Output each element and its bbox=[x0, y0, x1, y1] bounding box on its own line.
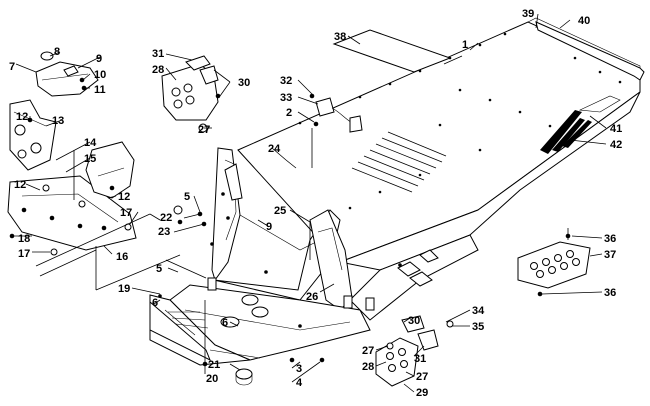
callout-10: 10 bbox=[94, 69, 106, 81]
callout-31-lower: 31 bbox=[414, 353, 426, 365]
callout-16: 16 bbox=[116, 251, 128, 263]
callout-41: 41 bbox=[610, 123, 622, 135]
callout-18: 18 bbox=[18, 233, 30, 245]
upper-footrest-bracket bbox=[161, 55, 221, 133]
callout-29: 29 bbox=[416, 387, 428, 399]
upper-left-bracket bbox=[35, 51, 99, 97]
callout-30-lower: 30 bbox=[408, 315, 420, 327]
callout-37: 37 bbox=[604, 249, 616, 261]
callout-25: 25 bbox=[274, 205, 286, 217]
callout-1: 1 bbox=[462, 39, 468, 51]
callout-28-upper: 28 bbox=[152, 64, 164, 76]
callout-34: 34 bbox=[472, 305, 485, 317]
callout-17-right: 17 bbox=[120, 207, 132, 219]
leader-lines bbox=[14, 13, 607, 393]
callout-24: 24 bbox=[268, 143, 281, 155]
callout-6-left: 6 bbox=[152, 297, 158, 309]
tunnel-rivets bbox=[298, 32, 622, 210]
callout-27-lower-left: 27 bbox=[362, 345, 374, 357]
front-suspension-bracket bbox=[7, 141, 137, 251]
callout-28-lower: 28 bbox=[362, 361, 374, 373]
callout-12-left: 12 bbox=[14, 179, 26, 191]
lower-hardware bbox=[202, 357, 325, 386]
callout-21: 21 bbox=[208, 359, 220, 371]
callout-12-right: 12 bbox=[118, 191, 130, 203]
tunnel-assembly bbox=[237, 17, 641, 271]
tunnel-decal-hatch bbox=[540, 95, 621, 154]
callout-38: 38 bbox=[334, 31, 346, 43]
callout-26: 26 bbox=[306, 291, 318, 303]
callout-36-lower: 36 bbox=[604, 287, 616, 299]
sensor-harness bbox=[309, 93, 363, 133]
callout-27-upper: 27 bbox=[198, 124, 210, 136]
tunnel-vent-slots bbox=[351, 131, 447, 193]
callout-22: 22 bbox=[160, 212, 172, 224]
callout-12-top: 12 bbox=[16, 111, 28, 123]
callout-36-upper: 36 bbox=[604, 233, 616, 245]
left-steering-bracket bbox=[9, 99, 57, 171]
callout-2: 2 bbox=[286, 107, 292, 119]
callout-5-upper: 5 bbox=[184, 191, 190, 203]
callout-39: 39 bbox=[522, 8, 534, 20]
callout-5-lower: 5 bbox=[156, 263, 162, 275]
rear-scraper-bar bbox=[535, 21, 645, 81]
callout-30-upper: 30 bbox=[238, 77, 250, 89]
callout-20: 20 bbox=[206, 373, 218, 385]
callout-19: 19 bbox=[118, 283, 130, 295]
callout-40: 40 bbox=[578, 15, 590, 27]
rear-footrest-right bbox=[517, 233, 591, 297]
callout-14: 14 bbox=[84, 137, 97, 149]
callout-labels: 39 40 38 1 8 9 7 10 11 31 28 30 32 33 2 … bbox=[9, 8, 622, 399]
callout-17-left: 17 bbox=[18, 248, 30, 260]
lower-footrest-bracket bbox=[375, 315, 454, 387]
callout-3: 3 bbox=[296, 363, 302, 375]
callout-13: 13 bbox=[52, 115, 64, 127]
callout-35: 35 bbox=[472, 321, 484, 333]
callout-9-upper: 9 bbox=[96, 53, 102, 65]
callout-33: 33 bbox=[280, 92, 292, 104]
callout-9-lower: 9 bbox=[266, 221, 272, 233]
callout-42: 42 bbox=[610, 139, 622, 151]
callout-11: 11 bbox=[94, 84, 106, 96]
callout-32: 32 bbox=[280, 75, 292, 87]
callout-27-lower-right: 27 bbox=[416, 371, 428, 383]
callout-15: 15 bbox=[84, 153, 96, 165]
callout-23: 23 bbox=[158, 226, 170, 238]
callout-4: 4 bbox=[296, 377, 303, 389]
deck-pad bbox=[332, 29, 452, 73]
front-bulkhead bbox=[149, 147, 479, 366]
callout-7: 7 bbox=[9, 61, 15, 73]
callout-31-upper: 31 bbox=[152, 48, 164, 60]
callout-8: 8 bbox=[54, 46, 60, 58]
callout-6-center: 6 bbox=[222, 317, 228, 329]
